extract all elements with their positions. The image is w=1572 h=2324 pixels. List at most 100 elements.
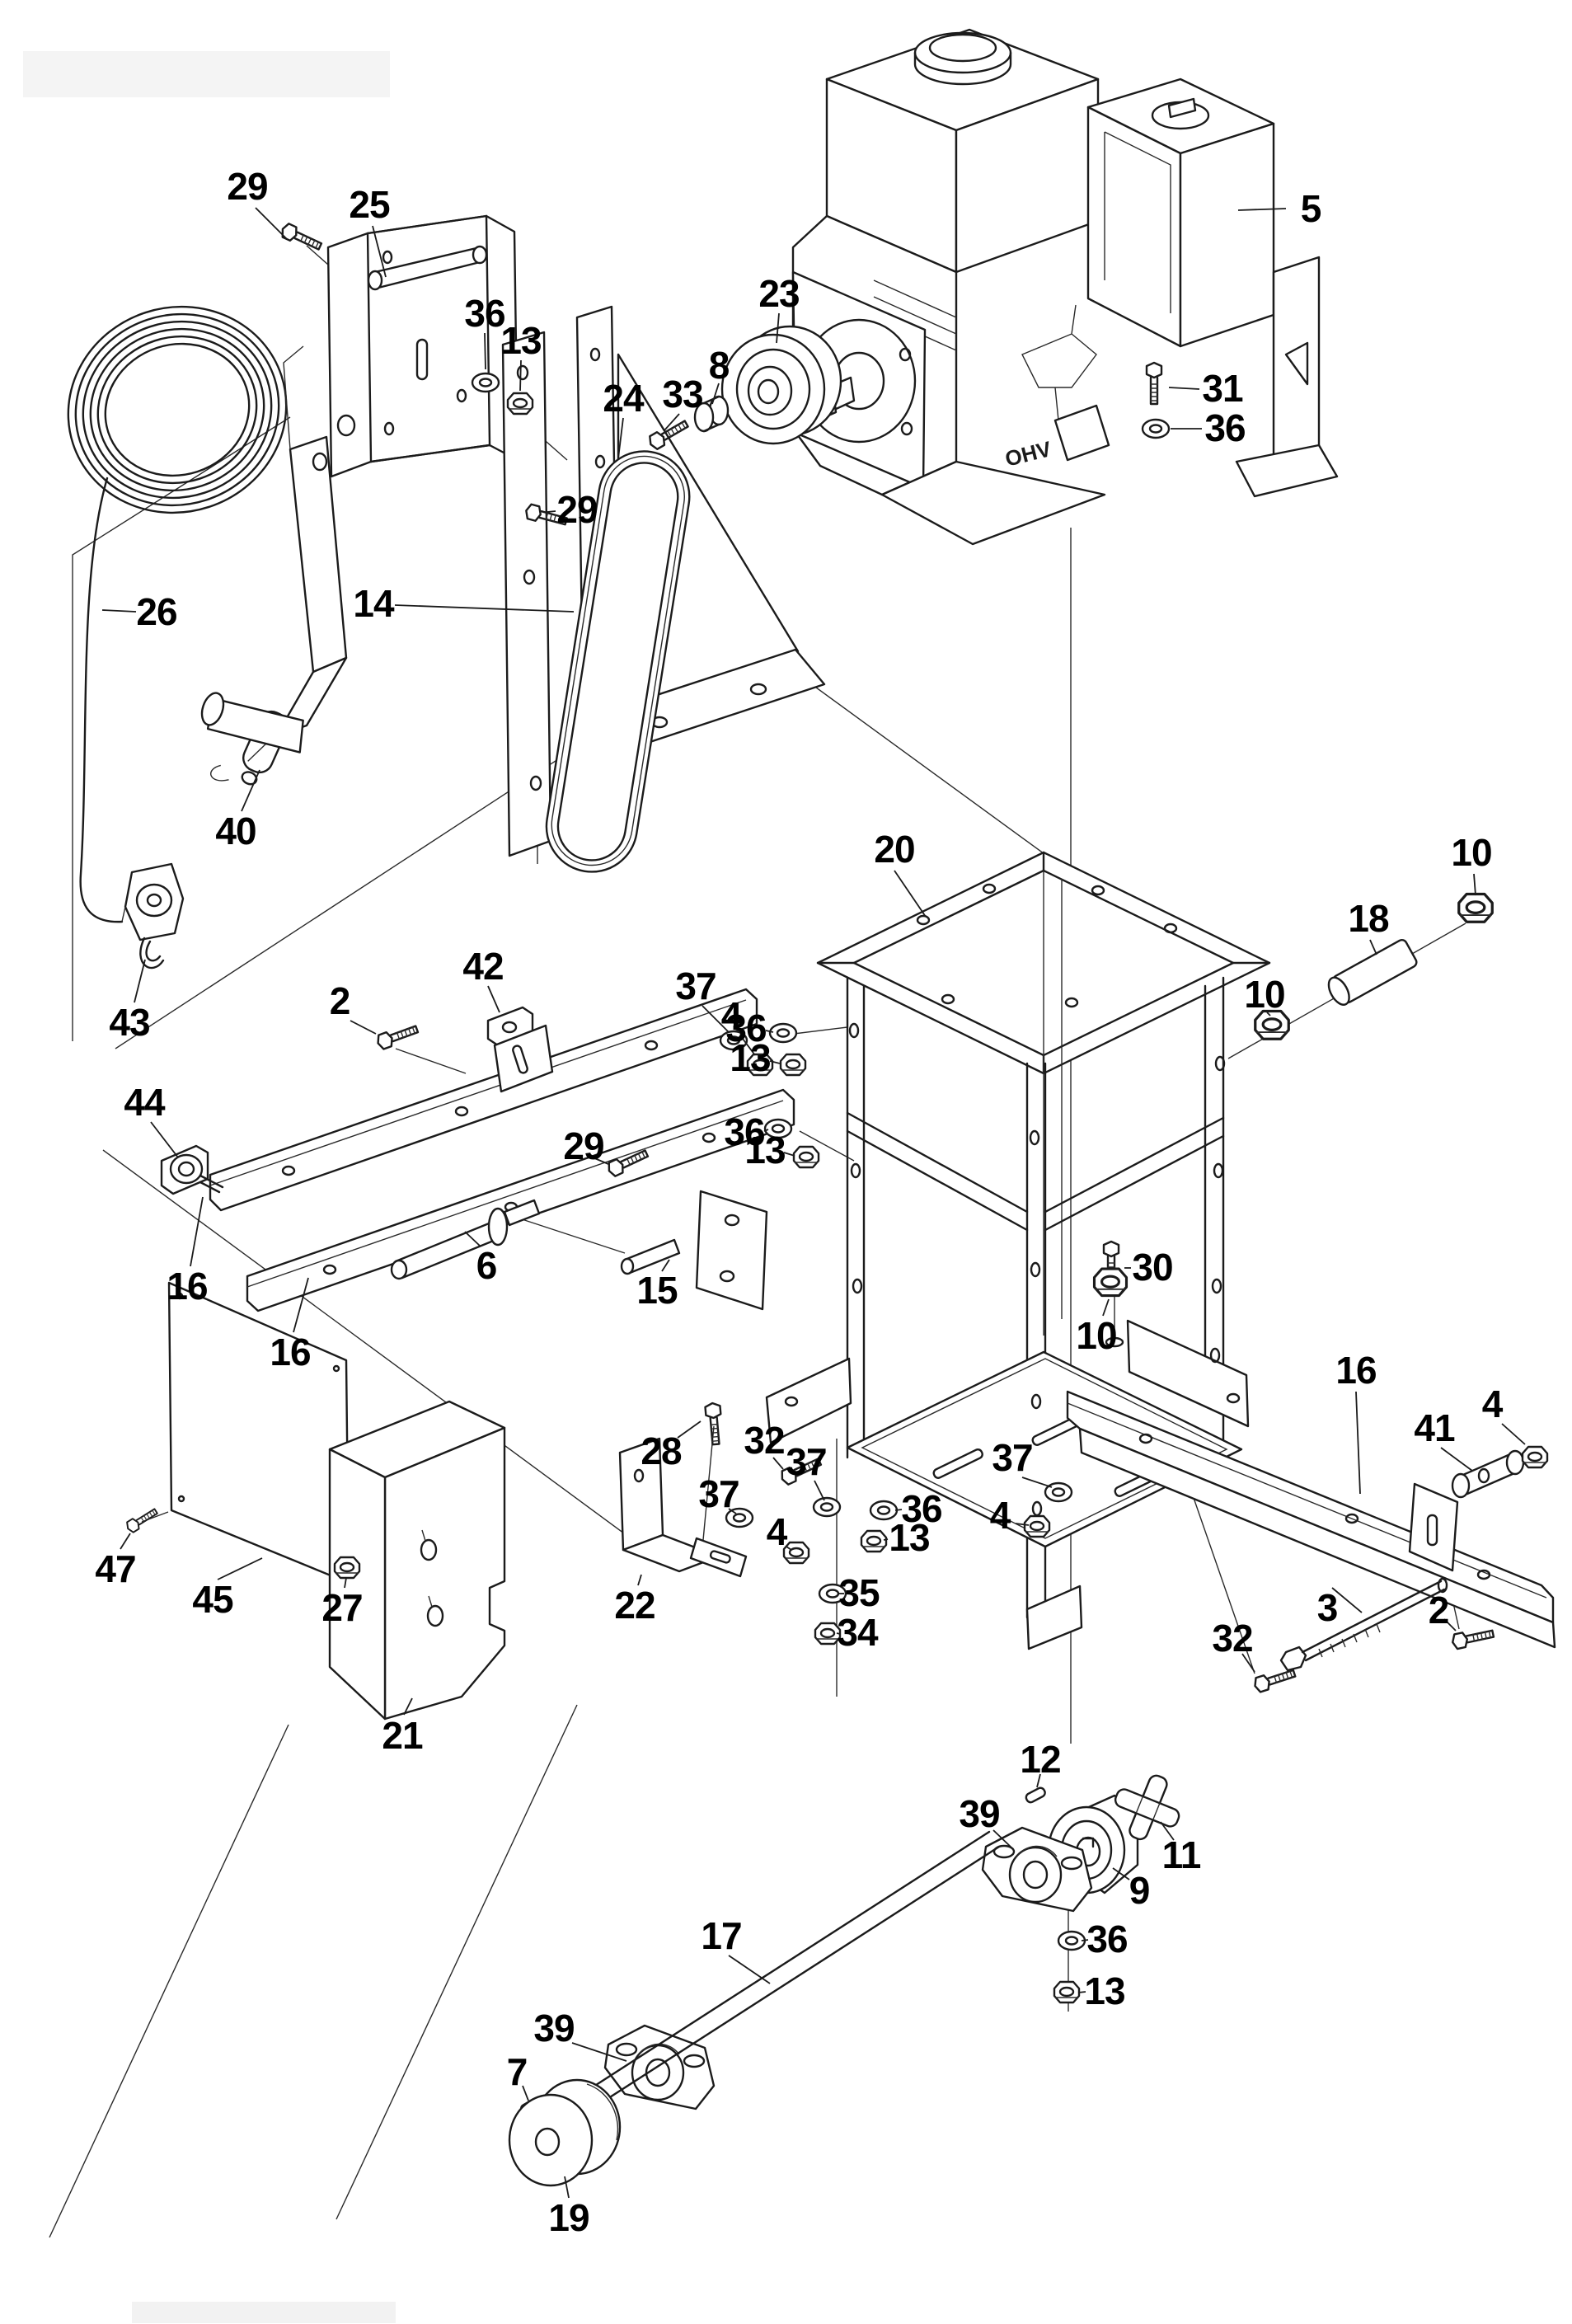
part-label-36: 36 [464,292,504,335]
leader-line-16 [1355,1391,1361,1495]
bearing-39b [603,2024,716,2110]
leader-line-29 [255,207,288,240]
leader-line-12 [1036,1773,1041,1788]
leader-line-15 [661,1259,670,1272]
right-support-bar [1066,1390,1556,1672]
part-label-37: 37 [786,1440,826,1483]
leader-line-45 [217,1557,263,1580]
shaft-assembly [508,1774,1180,2187]
leader-line-36 [1081,1939,1089,1941]
part-label-36: 36 [725,1007,766,1049]
long-bolt-3 [1279,1577,1448,1672]
leader-line-32 [772,1457,784,1470]
part-label-19: 19 [548,2196,589,2239]
leader-line-7 [522,2085,529,2101]
leader-line-21 [403,1697,413,1716]
leader-line-27 [344,1577,347,1589]
spacer-18 [1327,938,1418,1006]
part-label-12: 12 [1020,1738,1060,1781]
part-label-20: 20 [874,828,914,871]
part-label-25: 25 [349,183,390,226]
part-label-29: 29 [227,165,267,208]
leader-line-13 [783,1152,795,1157]
part-label-31: 31 [1202,367,1243,410]
leader-line-6 [464,1231,481,1247]
spacer-8 [693,395,730,433]
leader-line-41 [1440,1447,1473,1472]
leader-line-3 [1331,1587,1363,1613]
part-label-18: 18 [1348,897,1389,940]
part-label-29: 29 [556,488,597,531]
part-label-47: 47 [95,1547,135,1590]
leader-line-4 [739,1035,756,1056]
leader-line-33 [664,413,680,431]
leader-line-9 [1112,1867,1130,1880]
pulley-19 [508,2078,622,2187]
leader-line-29 [592,1157,609,1165]
part-label-13: 13 [730,1036,770,1079]
leader-line-17 [728,1955,771,1984]
part-label-16: 16 [270,1331,310,1373]
leader-line-19 [564,2176,570,2199]
part-label-24: 24 [603,377,645,420]
part-label-14: 14 [353,582,395,625]
frame-20 [765,851,1271,1650]
part-label-13: 13 [889,1516,929,1559]
part-label-36: 36 [1086,1918,1127,1960]
bracket-25 [326,214,519,478]
part-label-10: 10 [1076,1314,1116,1357]
part-label-45: 45 [192,1578,233,1621]
leader-line-10 [1266,1012,1271,1016]
part-label-28: 28 [641,1430,682,1472]
leader-line-20 [894,870,927,918]
leader-line-16 [190,1196,204,1267]
part-label-13: 13 [1084,1970,1124,2012]
leader-line-23 [776,312,780,344]
cable-26 [79,477,124,923]
leader-line-37 [1021,1477,1053,1488]
part-label-36: 36 [1204,406,1245,449]
leader-line-14 [394,604,575,613]
part-label-22: 22 [614,1584,655,1627]
part-label-29: 29 [563,1124,603,1167]
scan-artifact-strip-bottom [132,2302,396,2323]
part-label-32: 32 [744,1419,784,1462]
fuel-cap [913,31,1012,74]
engine-ohv-text: OHV [1002,436,1054,472]
leader-line-26 [101,609,137,613]
part-label-2: 2 [330,979,350,1022]
part-label-37: 37 [992,1436,1032,1479]
part-label-4: 4 [990,1494,1011,1537]
leader-line-29 [547,510,556,513]
part-label-39: 39 [959,1792,999,1835]
leader-line-40 [241,769,260,812]
part-label-16: 16 [167,1265,207,1308]
part-label-3: 3 [1317,1586,1338,1629]
leader-line-43 [134,959,146,1003]
leader-line-5 [1237,208,1287,211]
part-label-39: 39 [533,2007,574,2049]
leader-line-42 [487,985,500,1013]
leader-line-37 [702,1005,730,1033]
bracket-22 [618,1437,748,1578]
leader-line-44 [150,1121,179,1158]
leader-line-47 [120,1533,131,1550]
belt-and-pulley [545,325,842,873]
leader-line-18 [1369,939,1377,955]
fasteners [278,221,1549,2004]
leader-line-22 [637,1574,642,1586]
part-label-36: 36 [901,1487,941,1530]
part-label-5: 5 [1301,187,1321,230]
part-label-41: 41 [1414,1406,1455,1449]
part-label-9: 9 [1129,1869,1150,1912]
handle-6 [390,1199,541,1280]
part-label-26: 26 [136,590,176,633]
leader-line-13 [519,359,522,392]
leader-line-24 [617,417,624,459]
part-label-4: 4 [721,994,743,1037]
leader-line-4 [1501,1423,1526,1445]
pulley-23 [720,325,842,445]
leader-line-4 [1015,1523,1030,1526]
